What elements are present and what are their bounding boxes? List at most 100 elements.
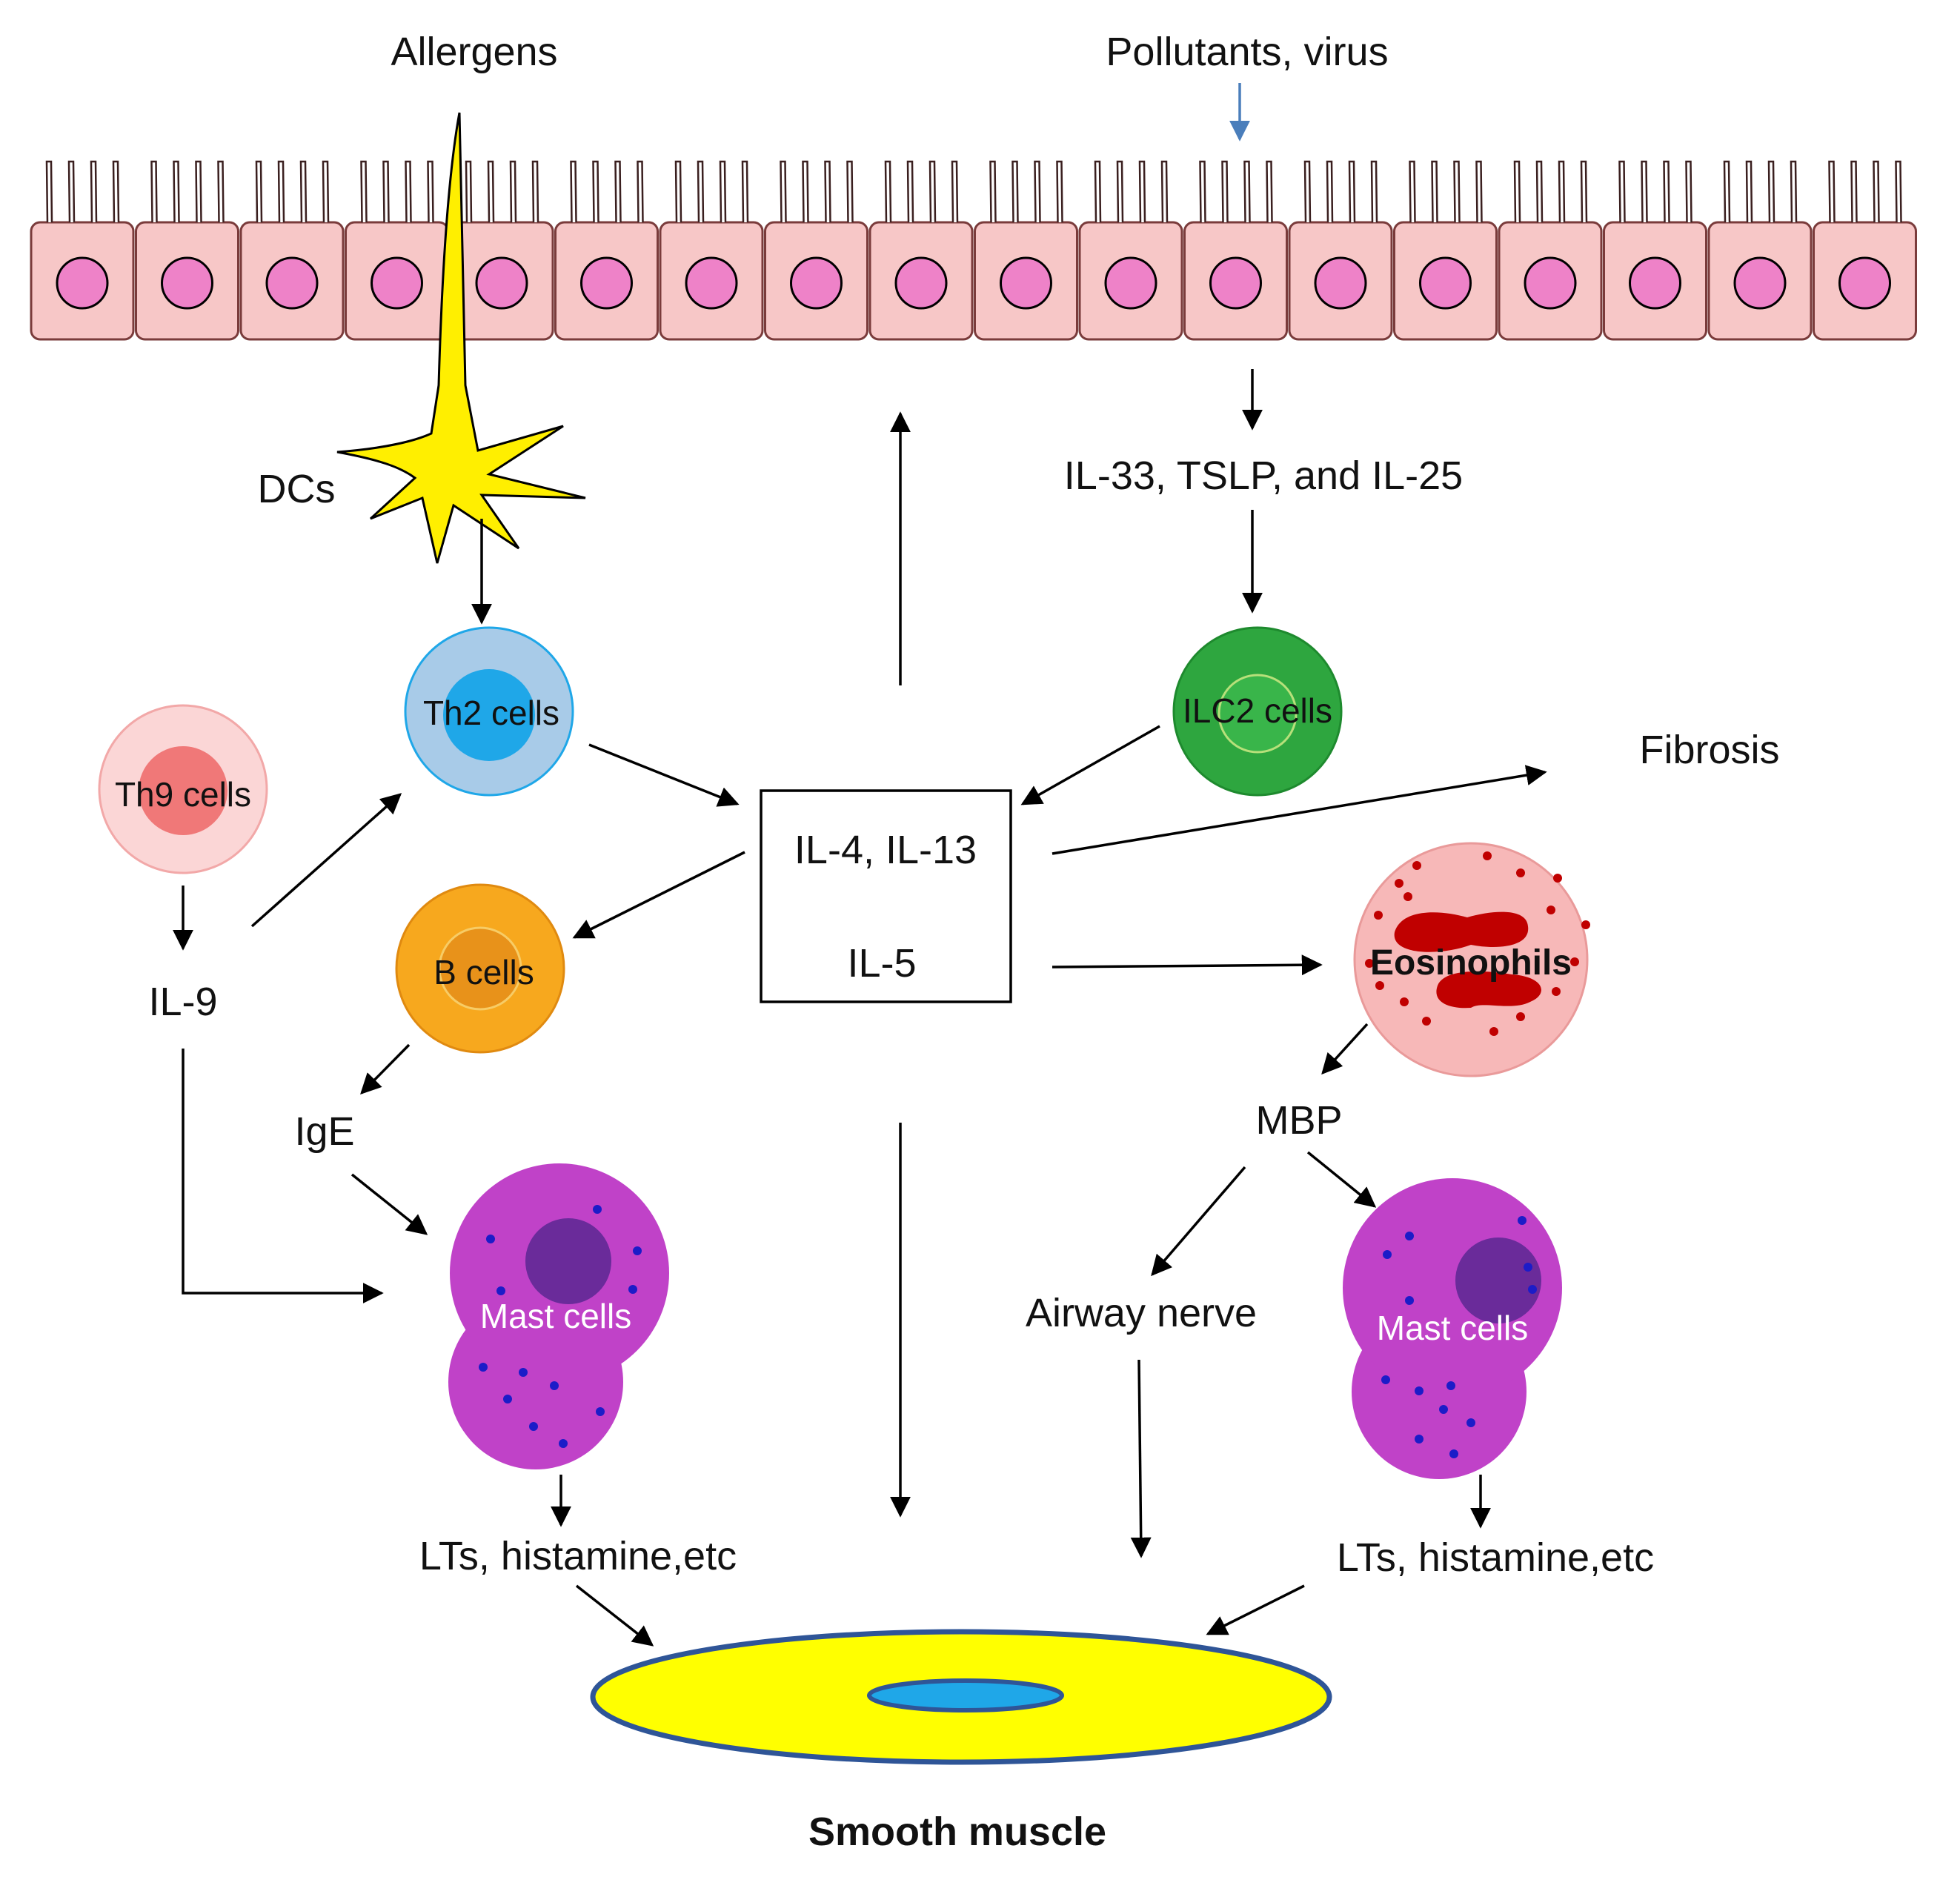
cilium bbox=[1535, 160, 1544, 223]
cilium bbox=[405, 160, 412, 223]
allergens-label: Allergens bbox=[391, 30, 557, 74]
cilium bbox=[322, 160, 330, 223]
pollutants-label: Pollutants, virus bbox=[1106, 30, 1388, 74]
il4-il13-label: IL-4, IL-13 bbox=[794, 828, 977, 872]
eosinophil-granule bbox=[1547, 906, 1555, 914]
mast-cell-granule bbox=[1446, 1381, 1455, 1390]
cilium bbox=[1431, 160, 1438, 223]
epithelial-cell-nucleus bbox=[790, 256, 843, 310]
epithelial-cell bbox=[1288, 160, 1393, 341]
epithelial-cell-nucleus bbox=[894, 256, 948, 310]
cilium bbox=[1370, 160, 1378, 223]
eosinophil-nucleus-lower bbox=[1436, 971, 1541, 1009]
epithelial-cell-nucleus bbox=[56, 256, 109, 310]
cilium bbox=[1116, 160, 1124, 223]
epithelial-cell bbox=[868, 160, 974, 341]
cilium bbox=[884, 160, 892, 223]
epithelial-cell bbox=[1393, 160, 1498, 341]
mast-right-label: Mast cells bbox=[1377, 1309, 1528, 1347]
cilium bbox=[1685, 160, 1692, 223]
mast-cell-granule bbox=[496, 1286, 505, 1295]
cilium bbox=[1094, 160, 1102, 223]
ilc2-cell: ILC2 cells bbox=[1172, 626, 1343, 797]
cilium bbox=[150, 160, 158, 223]
cilium bbox=[1850, 160, 1858, 223]
epithelial-cell-nucleus bbox=[1314, 256, 1367, 310]
eosinophil: Eosinophils bbox=[1353, 842, 1590, 1077]
epithelial-cell-nucleus bbox=[1000, 256, 1052, 310]
cilium bbox=[1266, 160, 1273, 223]
mast-cell-granule bbox=[503, 1395, 512, 1403]
eosinophil-granules bbox=[1365, 851, 1590, 1036]
epithelial-cell-nucleus bbox=[161, 256, 213, 310]
cilium bbox=[1745, 160, 1753, 223]
epithelial-cell bbox=[449, 160, 554, 341]
cilium bbox=[382, 160, 390, 223]
dcs-label: DCs bbox=[258, 467, 336, 511]
eosinophil-nucleus-upper bbox=[1394, 911, 1529, 952]
cilium bbox=[637, 160, 644, 223]
mast-cell-granule bbox=[550, 1381, 559, 1390]
cilium bbox=[1243, 160, 1251, 223]
smooth-muscle bbox=[590, 1629, 1332, 1765]
epithelial-cell bbox=[239, 160, 345, 341]
mast-cell-right: Mast cells bbox=[1343, 1178, 1562, 1479]
cilium bbox=[674, 160, 682, 223]
cilium bbox=[277, 160, 285, 223]
cilium bbox=[570, 160, 577, 223]
cilium bbox=[45, 160, 53, 223]
epithelial-cell bbox=[1603, 160, 1707, 341]
eosinophil-granule bbox=[1375, 981, 1384, 990]
b-cell: B cells bbox=[395, 883, 565, 1054]
mast-cell-granule bbox=[1405, 1296, 1414, 1305]
cilium bbox=[465, 160, 473, 223]
cilium bbox=[1895, 160, 1902, 223]
eosinophil-granule bbox=[1400, 997, 1409, 1006]
cilium bbox=[802, 160, 809, 223]
airway-nerve-label: Airway nerve bbox=[1026, 1291, 1257, 1335]
cilium bbox=[1326, 160, 1334, 223]
mast-left-label: Mast cells bbox=[480, 1297, 631, 1335]
epithelial-cell bbox=[1498, 160, 1603, 341]
eosinophil-granule bbox=[1516, 1012, 1525, 1021]
epithelial-cell-nucleus bbox=[475, 256, 528, 310]
eosinophil-granule bbox=[1483, 851, 1492, 860]
cilium bbox=[1348, 160, 1356, 223]
eosinophil-granule bbox=[1570, 957, 1579, 966]
cilium bbox=[1475, 160, 1483, 223]
eosinophil-granule bbox=[1365, 959, 1374, 968]
cytokine-box: IL-4, IL-13 IL-5 bbox=[760, 789, 1012, 1003]
eosinophils-label: Eosinophils bbox=[1370, 943, 1572, 983]
mast-cell-granule bbox=[1405, 1232, 1414, 1240]
ilc2-to-cytokines-arrow bbox=[1020, 725, 1160, 805]
cilium bbox=[928, 160, 937, 223]
cilium bbox=[531, 160, 539, 223]
mast-cell-granule bbox=[1466, 1418, 1475, 1427]
il9-to-th2-arrow bbox=[250, 793, 402, 928]
cilium bbox=[1641, 160, 1648, 223]
epithelial-cell bbox=[30, 160, 135, 341]
cilium bbox=[1303, 160, 1312, 223]
cilium bbox=[989, 160, 997, 223]
cilium bbox=[427, 160, 434, 223]
cytokines-to-bcells-arrow bbox=[572, 851, 745, 939]
cilium bbox=[67, 160, 76, 223]
th2-cell: Th2 cells bbox=[404, 626, 574, 797]
mast-cell-granule bbox=[1524, 1263, 1532, 1272]
cilium bbox=[299, 160, 308, 223]
mast-cell-granule bbox=[1415, 1435, 1424, 1444]
cilium bbox=[1011, 160, 1019, 223]
eosinophil-granule bbox=[1374, 911, 1383, 920]
cilium bbox=[1828, 160, 1836, 223]
epithelial-cell bbox=[135, 160, 239, 341]
epithelial-cell-nucleus bbox=[371, 256, 423, 310]
cilium bbox=[1790, 160, 1798, 223]
mast-cell-granule bbox=[486, 1235, 495, 1243]
cilium bbox=[255, 160, 263, 223]
cilium bbox=[906, 160, 914, 223]
epithelial-cell-nucleus bbox=[265, 256, 319, 310]
th9-cell: Th9 cells bbox=[98, 704, 268, 874]
eosinophil-granule bbox=[1581, 920, 1590, 929]
cilium bbox=[1558, 160, 1566, 223]
cilium bbox=[1221, 160, 1229, 223]
